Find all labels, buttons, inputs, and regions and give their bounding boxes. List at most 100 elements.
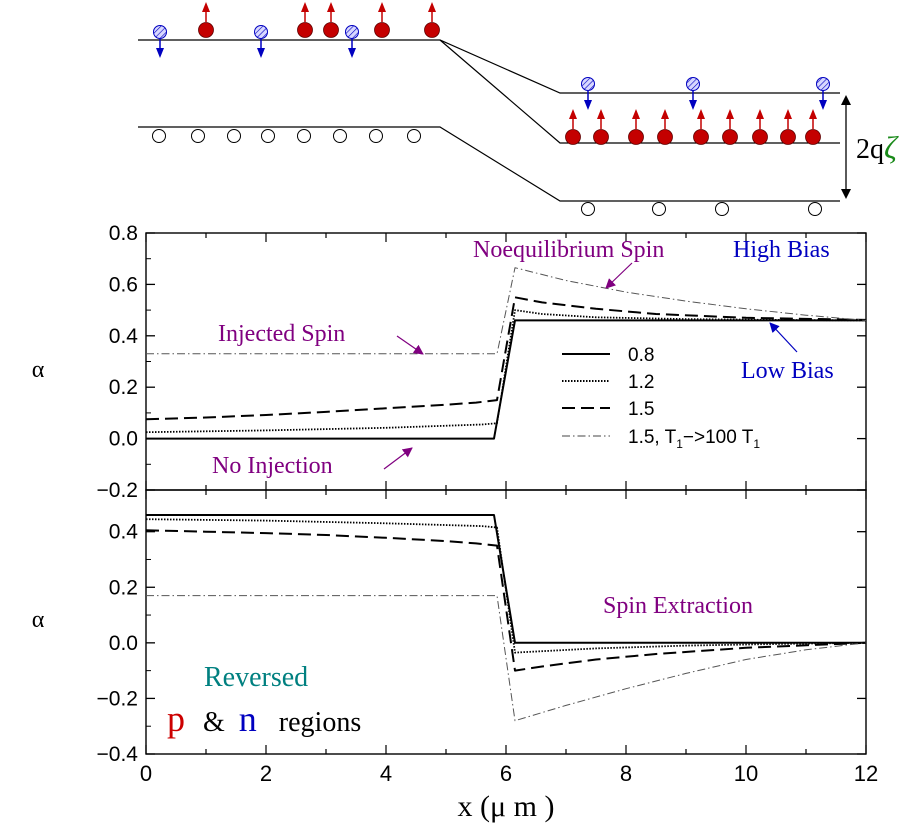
annotation-no-injection: No Injection <box>212 453 333 479</box>
spin-up-carrier <box>722 109 738 145</box>
spin-up-electron <box>722 129 738 145</box>
spin-up-electron <box>593 129 609 145</box>
gap-label-text: 2q <box>856 134 884 165</box>
hole <box>333 129 347 143</box>
xtick-label: 10 <box>734 761 758 786</box>
spin-down-carrier <box>816 77 830 110</box>
top-ytick-label: 0.4 <box>109 325 139 348</box>
xtick-label: 12 <box>854 761 878 786</box>
hole <box>227 129 241 143</box>
bottom-ytick-label: 0.4 <box>109 521 139 544</box>
hole <box>581 202 595 216</box>
top-ytick-label: 0.6 <box>109 273 138 296</box>
spin-up-electron <box>374 22 390 38</box>
spin-up-arrow-head <box>632 109 640 119</box>
label-amp: & <box>203 707 225 738</box>
spin-up-carrier <box>198 2 214 38</box>
spin-up-carrier <box>297 2 313 38</box>
gap-symbol: ζ <box>884 129 899 165</box>
bottom-ytick-label: −0.2 <box>97 687 138 710</box>
spin-up-electron <box>565 129 581 145</box>
legend-item-1-5: 1.5 <box>562 399 654 420</box>
spin-up-carrier <box>565 109 581 145</box>
spin-down-electron <box>345 25 359 39</box>
arrow-noequilibrium-spin <box>605 262 633 289</box>
xtick-label: 6 <box>500 761 512 786</box>
spin-up-arrow-head <box>301 2 309 12</box>
spin-up-carrier <box>323 2 339 38</box>
xtick-label: 4 <box>380 761 392 786</box>
top-series-solid <box>146 319 866 440</box>
spin-down-arrow-head <box>819 100 827 110</box>
spin-up-electron <box>805 129 821 145</box>
gap-label: 2qζ <box>856 129 899 165</box>
xtick-label: 2 <box>260 761 272 786</box>
top-series-dashdot <box>146 267 867 355</box>
band-diagram: 2qζ <box>138 2 899 216</box>
top-series <box>145 267 867 440</box>
spin-down-carrier <box>345 25 359 58</box>
spin-up-carrier <box>805 109 821 145</box>
carriers <box>152 2 830 216</box>
legend-label-1-5: 1.5 <box>628 399 654 420</box>
annotation-high-bias: High Bias <box>733 237 830 263</box>
spin-up-carrier <box>628 109 644 145</box>
legend-label-1-2: 1.2 <box>628 372 654 393</box>
spin-up-carrier <box>593 109 609 145</box>
legend-item-0-8: 0.8 <box>562 345 654 366</box>
bottom-ylabel: α <box>32 607 45 633</box>
spin-up-electron <box>628 129 644 145</box>
annotation-injected-spin: Injected Spin <box>218 321 345 347</box>
hole <box>652 202 666 216</box>
hole <box>152 129 166 143</box>
arrow-low-bias <box>769 322 798 353</box>
spin-up-electron <box>693 129 709 145</box>
hole <box>261 129 275 143</box>
spin-up-arrow-head <box>756 109 764 119</box>
spin-down-arrow-head <box>257 48 265 58</box>
spin-up-arrow-head <box>661 109 669 119</box>
spin-down-arrow-head <box>584 100 592 110</box>
spin-up-carrier <box>752 109 768 145</box>
top-ytick-label: 0.2 <box>109 376 138 399</box>
spin-up-arrow-head <box>327 2 335 12</box>
spin-down-arrow-head <box>689 100 697 110</box>
spin-up-electron <box>780 129 796 145</box>
spin-up-arrow-head <box>697 109 705 119</box>
conduction-band-line <box>138 39 840 94</box>
label-p: p <box>167 699 185 739</box>
spin-up-carrier <box>424 2 440 38</box>
x-axis-label: x (μ m ) <box>458 790 555 823</box>
spin-down-electron <box>153 25 167 39</box>
top-ytick-label: −0.2 <box>97 479 138 502</box>
spin-down-carrier <box>581 77 595 110</box>
annotation-spin-extraction: Spin Extraction <box>603 593 753 619</box>
label-regions: regions <box>279 707 361 738</box>
bottom-series-solid <box>146 514 866 644</box>
spin-down-electron <box>816 77 830 91</box>
bottom-series-dotted <box>145 518 867 654</box>
spin-up-electron <box>752 129 768 145</box>
legend-label-1-5-t1: 1.5, T1−>100 T1 <box>628 427 760 451</box>
spin-down-arrow-head <box>348 48 356 58</box>
spin-up-arrow-head <box>569 109 577 119</box>
hole <box>297 129 311 143</box>
spin-down-carrier <box>153 25 167 58</box>
hole <box>369 129 383 143</box>
annotation-reversed: Reversed <box>204 662 308 693</box>
legend: 0.8 1.2 1.5 1.5, T1−>100 T1 <box>562 345 760 451</box>
hole <box>191 129 205 143</box>
bottom-ytick-label: 0.0 <box>109 632 138 655</box>
spin-up-arrow-head <box>597 109 605 119</box>
arrow-no-injection <box>383 447 413 470</box>
spin-up-carrier <box>657 109 673 145</box>
spin-down-carrier <box>254 25 268 58</box>
spin-up-arrow-head <box>202 2 210 12</box>
top-ylabel: α <box>32 357 45 383</box>
spin-up-electron <box>424 22 440 38</box>
spin-up-arrow-head <box>784 109 792 119</box>
